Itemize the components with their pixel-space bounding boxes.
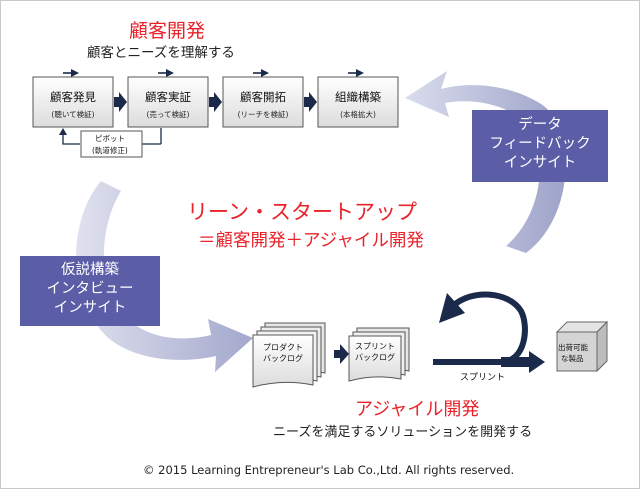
step-3-title: 顧客開拓 [240,90,286,104]
step-box-customer-validation [127,76,209,128]
customer-development-title: 顧客開発 [129,20,206,42]
step-4-sub: (本格拡大) [340,110,376,119]
step-1-title: 顧客発見 [50,90,96,104]
step-2-title: 顧客実証 [145,90,191,104]
pivot-sub-label: (軌道修正) [92,146,128,155]
arrow-sprint-to-product [501,351,545,373]
sprint-label: スプリント [460,373,506,383]
step-box-company-building [317,76,399,128]
pivot-box [80,130,143,158]
shippable-label-1: 出荷可能 [558,343,588,352]
shippable-product-cube [555,320,609,373]
step-1-sub: (聴いて検証) [51,110,95,119]
sprint-backlog-label-1: スプリント [355,342,395,351]
shippable-label-2: な製品 [561,354,584,363]
product-backlog-label-2: バックログ [263,354,303,363]
lean-startup-title: リーン・スタートアップ [187,200,417,224]
data-feedback-insight-box: データ フィードバック インサイト [472,110,608,182]
hypothesis-interview-insight-box: 仮説構築 インタビュー インサイト [20,256,160,326]
agile-development-subtitle: ニーズを満足するソリューションを開発する [273,425,533,440]
product-backlog-label-1: プロダクト [263,343,303,352]
arrow-step-2-3 [209,92,222,112]
sprint-backlog-stack [348,327,410,382]
step-4-title: 組織構築 [335,90,381,104]
product-backlog-stack [252,322,326,388]
agile-development-title: アジャイル開発 [355,399,480,420]
lean-startup-formula: ＝顧客開発＋アジャイル開発 [198,231,424,251]
step-3-sub: (リーチを検証) [237,110,289,119]
copyright-footer: © 2015 Learning Entrepreneur's Lab Co.,L… [143,463,515,477]
arrow-backlog-to-sprint [334,344,349,364]
step-box-customer-creation [222,76,304,128]
pivot-loop-line [62,133,80,145]
step-2-sub: (売って検証) [146,110,190,119]
sprint-loop-arrowhead [439,293,465,323]
step-box-customer-discovery [32,76,114,128]
customer-development-subtitle: 顧客とニーズを理解する [87,45,235,61]
pivot-label: ピボット [95,134,125,143]
arrow-step-3-4 [304,92,317,112]
pivot-loop-arrowhead [59,128,67,135]
sprint-backlog-label-2: バックログ [355,353,395,362]
arrow-step-1-2 [114,92,127,112]
